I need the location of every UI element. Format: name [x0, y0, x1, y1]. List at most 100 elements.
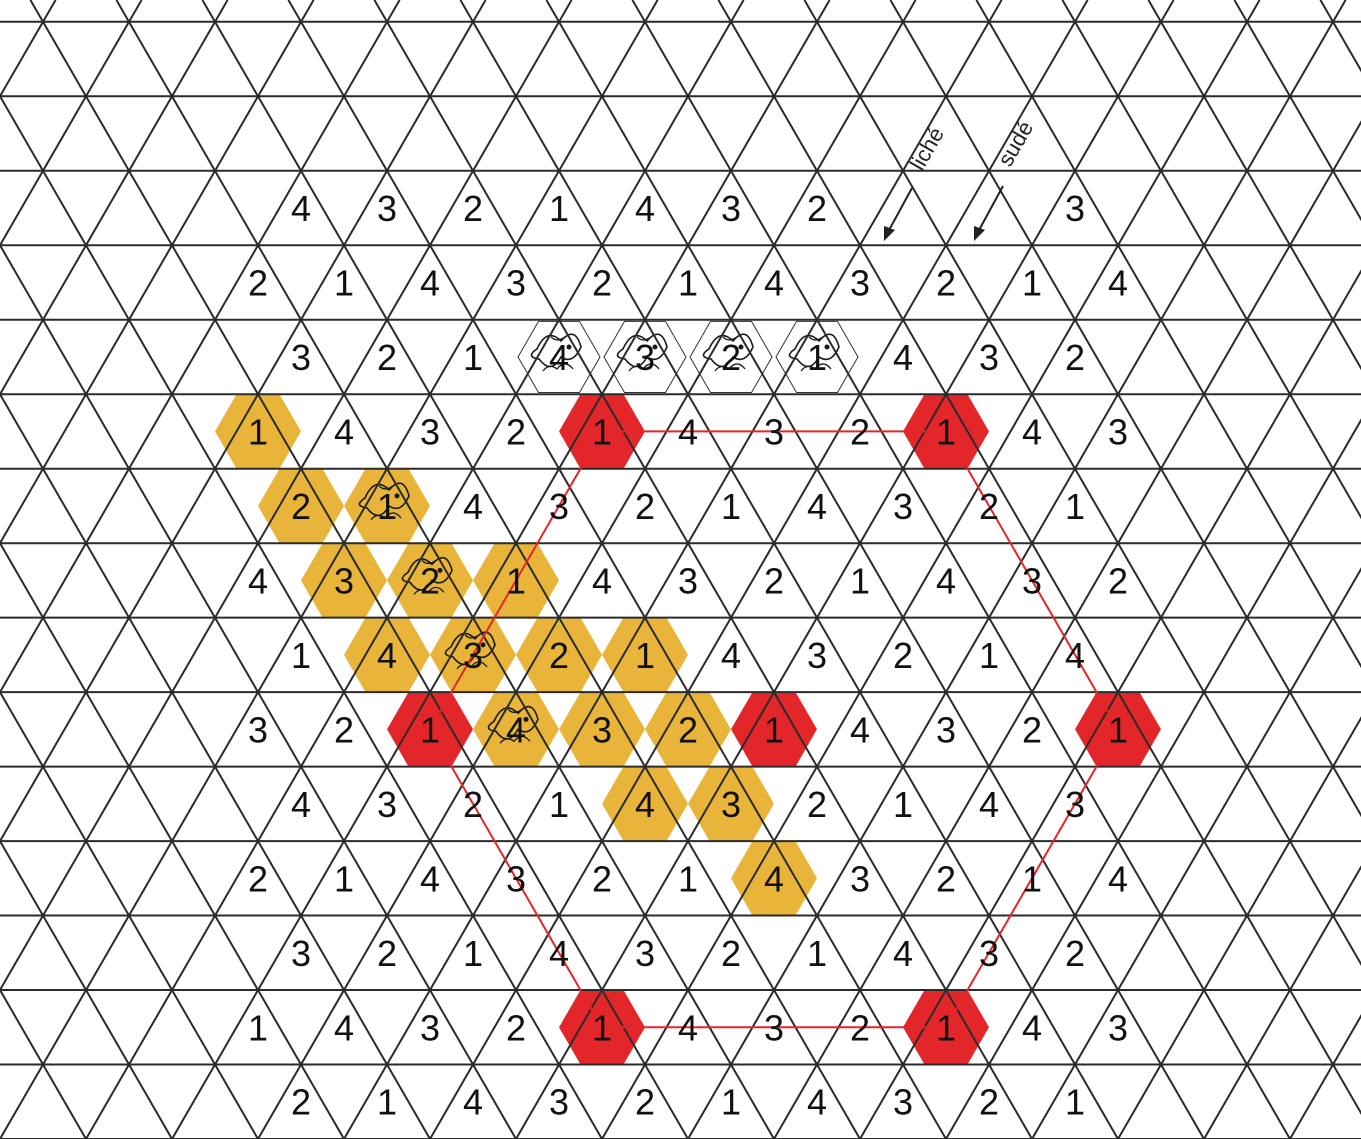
cell-number: 1 [764, 709, 784, 750]
cell-number: 4 [377, 635, 397, 676]
cell-number: 1 [334, 858, 354, 899]
cell-number: 2 [850, 1007, 870, 1048]
cell-number: 1 [1108, 709, 1128, 750]
cell-number: 3 [334, 560, 354, 601]
cell-number: 2 [721, 933, 741, 974]
cell-number: 2 [334, 709, 354, 750]
cell-number: 4 [592, 560, 612, 601]
cell-number: 2 [893, 635, 913, 676]
cell-number: 1 [721, 486, 741, 527]
cell-number: 3 [1108, 1007, 1128, 1048]
cell-number: 3 [420, 411, 440, 452]
cell-number: 4 [807, 1082, 827, 1123]
cell-number: 3 [850, 858, 870, 899]
cell-number: 1 [850, 560, 870, 601]
cell-number: 1 [807, 933, 827, 974]
cell-number: 1 [377, 1082, 397, 1123]
cell-number: 3 [807, 635, 827, 676]
cell-number: 2 [377, 337, 397, 378]
cell-number: 4 [764, 262, 784, 303]
cell-number: 4 [893, 933, 913, 974]
cell-number: 2 [1065, 933, 1085, 974]
cell-number: 4 [850, 709, 870, 750]
cell-number: 4 [334, 411, 354, 452]
cell-number: 3 [764, 1007, 784, 1048]
cell-number: 2 [592, 262, 612, 303]
cell-number: 3 [463, 635, 483, 676]
cell-number: 3 [248, 709, 268, 750]
liche-label: liché [905, 123, 949, 175]
cell-number: 2 [377, 933, 397, 974]
cell-number: 1 [506, 560, 526, 601]
cell-number: 4 [420, 858, 440, 899]
cell-number: 1 [592, 1007, 612, 1048]
cell-number: 4 [420, 262, 440, 303]
cell-number: 2 [764, 560, 784, 601]
cell-number: 1 [377, 486, 397, 527]
cell-number: 1 [463, 337, 483, 378]
cell-number: 2 [549, 635, 569, 676]
cell-number: 3 [936, 709, 956, 750]
cell-number: 2 [248, 262, 268, 303]
cell-number: 3 [893, 486, 913, 527]
cell-number: 3 [635, 337, 655, 378]
cell-number: 3 [721, 784, 741, 825]
cell-number: 3 [1108, 411, 1128, 452]
cell-number: 2 [807, 188, 827, 229]
cell-number: 3 [721, 188, 741, 229]
cell-number: 1 [1022, 262, 1042, 303]
cell-number: 2 [463, 784, 483, 825]
cell-number: 2 [936, 858, 956, 899]
cell-number: 4 [463, 486, 483, 527]
cell-number: 1 [1065, 1082, 1085, 1123]
cell-number: 4 [334, 1007, 354, 1048]
cell-number: 4 [979, 784, 999, 825]
cell-number: 3 [678, 560, 698, 601]
cell-number: 3 [506, 858, 526, 899]
cell-number: 4 [678, 1007, 698, 1048]
sude-arrow-shaft [978, 186, 1003, 232]
cell-number: 1 [635, 635, 655, 676]
cell-number: 1 [592, 411, 612, 452]
cell-number: 4 [248, 560, 268, 601]
cell-number: 3 [592, 709, 612, 750]
cell-number: 2 [463, 188, 483, 229]
cell-number: 1 [721, 1082, 741, 1123]
cell-number: 2 [979, 1082, 999, 1123]
cell-number: 3 [979, 337, 999, 378]
cell-number: 1 [893, 784, 913, 825]
cell-number: 4 [764, 858, 784, 899]
cell-number: 4 [721, 635, 741, 676]
cell-number: 1 [678, 262, 698, 303]
cell-number: 1 [807, 337, 827, 378]
cell-number: 1 [463, 933, 483, 974]
cell-number: 2 [1108, 560, 1128, 601]
cell-number: 1 [549, 784, 569, 825]
cell-number: 3 [420, 1007, 440, 1048]
cell-number: 3 [764, 411, 784, 452]
cell-number: 3 [979, 933, 999, 974]
cell-number: 4 [1022, 1007, 1042, 1048]
cell-number: 4 [1065, 635, 1085, 676]
cell-number: 2 [678, 709, 698, 750]
cell-number: 1 [248, 411, 268, 452]
cell-number: 2 [850, 411, 870, 452]
sude-label: sudé [993, 117, 1039, 171]
cell-number: 1 [1065, 486, 1085, 527]
cell-number: 4 [635, 784, 655, 825]
cell-number: 1 [420, 709, 440, 750]
cell-number: 1 [549, 188, 569, 229]
cell-number: 4 [291, 784, 311, 825]
cell-number: 1 [291, 635, 311, 676]
cell-number: 4 [291, 188, 311, 229]
cell-number: 2 [721, 337, 741, 378]
cell-number: 2 [420, 560, 440, 601]
cell-number: 3 [506, 262, 526, 303]
cell-number: 4 [893, 337, 913, 378]
cell-number: 2 [635, 1082, 655, 1123]
cell-number: 2 [248, 858, 268, 899]
cell-number: 2 [592, 858, 612, 899]
